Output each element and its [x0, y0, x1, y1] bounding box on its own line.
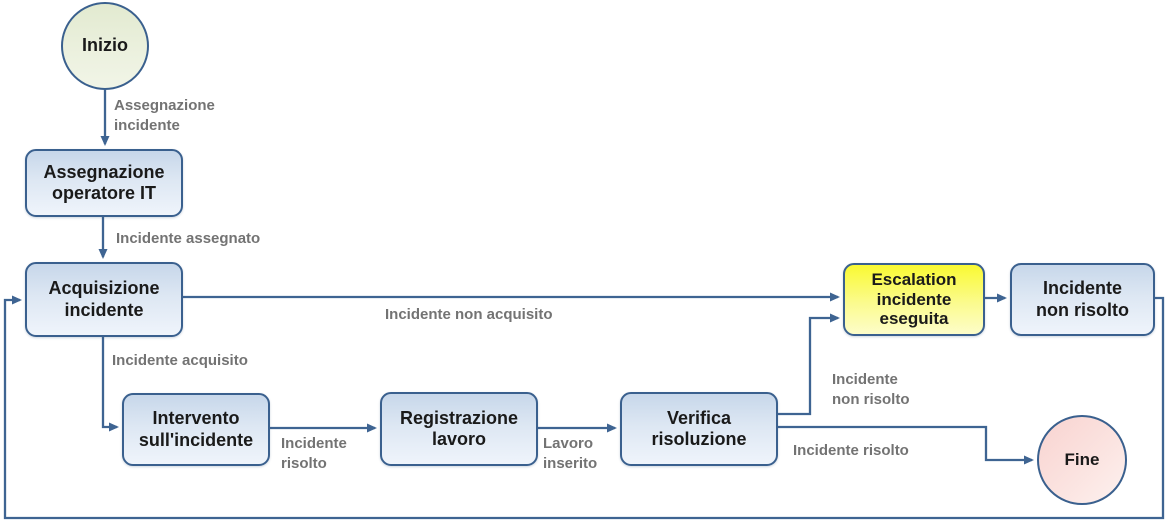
node-registrazione-lavoro: Registrazione lavoro [380, 392, 538, 466]
edge-label-incidente-risolto-1: Incidente risolto [281, 435, 347, 472]
node-label: Assegnazione operatore IT [43, 161, 165, 203]
edge-label-incidente-non-acquisito: Incidente non acquisito [385, 306, 553, 323]
node-intervento-sull-incidente: Intervento sull'incidente [122, 393, 270, 466]
edge-label-assegnazione-incidente: Assegnazione incidente [114, 97, 215, 134]
node-label: Acquisizione incidente [48, 278, 160, 320]
edge-label-incidente-risolto-2: Incidente risolto [793, 442, 909, 459]
node-label: Escalation incidente eseguita [871, 269, 957, 329]
node-verifica-risoluzione: Verifica risoluzione [620, 392, 778, 466]
edge-label-incidente-acquisito: Incidente acquisito [112, 352, 248, 369]
edge-verifica-to-escalation [778, 313, 840, 416]
node-start-inizio: Inizio [61, 2, 149, 90]
node-assegnazione-operatore-it: Assegnazione operatore IT [25, 149, 183, 217]
edge-acquisizione-to-intervento [101, 337, 119, 432]
node-incidente-non-risolto: Incidente non risolto [1010, 263, 1155, 336]
node-label: Fine [1064, 450, 1100, 470]
node-escalation-incidente-eseguita: Escalation incidente eseguita [843, 263, 985, 336]
node-label: Intervento sull'incidente [138, 408, 254, 450]
node-label: Registrazione lavoro [399, 407, 519, 449]
node-acquisizione-incidente: Acquisizione incidente [25, 262, 183, 337]
node-label: Verifica risoluzione [651, 407, 747, 449]
edge-nonrisolto-loop-to-acquisizione [3, 295, 1165, 520]
edge-label-lavoro-inserito: Lavoro inserito [543, 435, 598, 472]
node-label: Inizio [82, 35, 128, 56]
node-label: Incidente non risolto [1036, 278, 1129, 320]
edge-label-incidente-non-risolto: Incidente non risolto [832, 371, 910, 408]
node-end-fine: Fine [1037, 415, 1127, 505]
edge-label-incidente-assegnato: Incidente assegnato [116, 230, 261, 247]
edge-verifica-to-end [778, 425, 1034, 465]
